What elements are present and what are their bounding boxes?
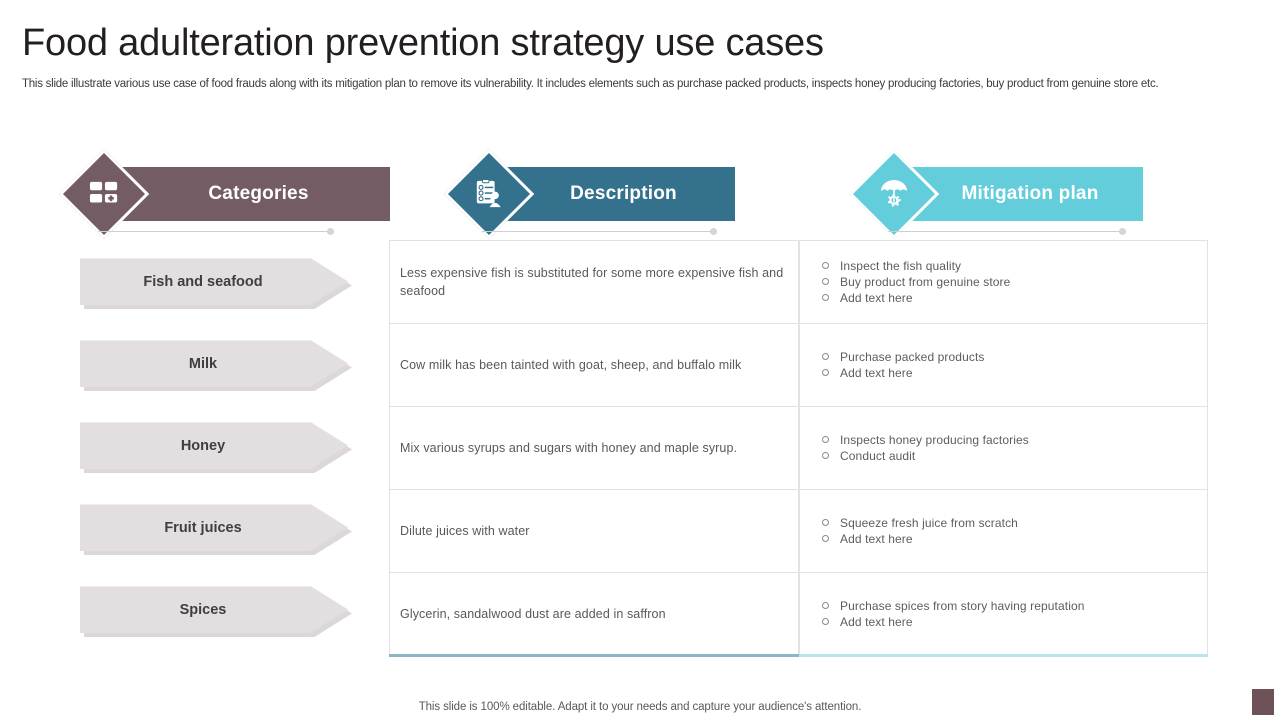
description-text: Less expensive fish is substituted for s… — [400, 266, 784, 298]
category-chevron[interactable]: Fish and seafood — [80, 258, 352, 309]
list-item: Add text here — [810, 365, 1195, 381]
chevron-face: Spices — [80, 586, 348, 633]
description-text: Cow milk has been tainted with goat, she… — [400, 358, 742, 372]
category-chevron[interactable]: Fruit juices — [80, 504, 352, 555]
table-row[interactable]: Inspect the fish quality Buy product fro… — [799, 240, 1208, 324]
circle-bullet-icon — [822, 519, 829, 526]
list-item-label: Add text here — [840, 366, 913, 380]
list-item: Add text here — [810, 614, 1195, 630]
list-item-label: Inspect the fish quality — [840, 259, 962, 273]
list-item: Add text here — [810, 290, 1195, 306]
chevron-face: Fish and seafood — [80, 258, 348, 305]
list-item: Add text here — [810, 531, 1195, 547]
mitigation-list: Inspect the fish quality Buy product fro… — [810, 258, 1195, 306]
list-item-label: Purchase spices from story having reputa… — [840, 598, 1085, 613]
category-label: Honey — [180, 438, 226, 454]
page-subtitle: This slide illustrate various use case o… — [22, 78, 1159, 90]
header-rule-mitigation — [888, 231, 1123, 232]
list-item-label: Purchase packed products — [840, 350, 985, 364]
circle-bullet-icon — [822, 353, 829, 360]
page-title: Food adulteration prevention strategy us… — [22, 22, 824, 64]
description-cell[interactable]: Less expensive fish is substituted for s… — [389, 240, 799, 324]
table-row[interactable]: Purchase packed products Add text here — [799, 323, 1208, 407]
category-chevron[interactable]: Honey — [80, 422, 352, 473]
mitigation-list: Squeeze fresh juice from scratch Add tex… — [810, 515, 1195, 547]
header-rule-dot-categories — [327, 228, 334, 235]
chevron-face: Honey — [80, 422, 348, 469]
description-text: Dilute juices with water — [400, 524, 530, 538]
circle-bullet-icon — [822, 535, 829, 542]
circle-bullet-icon — [822, 601, 829, 609]
list-item-label: Inspects honey producing factories — [840, 433, 1029, 447]
mitigation-list: Inspects honey producing factories Condu… — [810, 432, 1195, 464]
mitigation-cell[interactable]: Inspect the fish quality Buy product fro… — [799, 240, 1208, 324]
list-item-label: Add text here — [840, 614, 913, 629]
header-bar-categories: Categories — [107, 167, 390, 221]
description-cell[interactable]: Mix various syrups and sugars with honey… — [389, 406, 799, 490]
mitigation-list: Purchase spices from story having reputa… — [810, 598, 1195, 630]
categories-column: Fish and seafood Milk Honey Fruit juices… — [80, 258, 355, 668]
list-item-label: Add text here — [840, 532, 913, 546]
mitigation-cell[interactable]: Inspects honey producing factories Condu… — [799, 406, 1208, 490]
header-diamond-categories — [58, 148, 150, 240]
table-row[interactable]: Inspects honey producing factories Condu… — [799, 406, 1208, 490]
header-label-description: Description — [570, 183, 677, 204]
header-label-categories: Categories — [208, 183, 309, 204]
category-label: Fish and seafood — [143, 274, 263, 290]
circle-bullet-icon — [822, 436, 829, 443]
mitigation-table: Inspect the fish quality Buy product fro… — [799, 240, 1208, 657]
mitigation-cell[interactable]: Squeeze fresh juice from scratch Add tex… — [799, 489, 1208, 573]
description-cell[interactable]: Dilute juices with water — [389, 489, 799, 573]
description-table: Less expensive fish is substituted for s… — [389, 240, 799, 657]
description-cell[interactable]: Glycerin, sandalwood dust are added in s… — [389, 572, 799, 657]
circle-bullet-icon — [822, 369, 829, 376]
mitigation-cell[interactable]: Purchase packed products Add text here — [799, 323, 1208, 407]
mitigation-list: Purchase packed products Add text here — [810, 349, 1195, 381]
list-item-label: Squeeze fresh juice from scratch — [840, 516, 1018, 530]
list-item-label: Conduct audit — [840, 449, 916, 463]
category-chevron[interactable]: Milk — [80, 340, 352, 391]
chevron-face: Fruit juices — [80, 504, 348, 551]
circle-bullet-icon — [822, 294, 829, 301]
corner-mark — [1252, 689, 1274, 715]
footer-note: This slide is 100% editable. Adapt it to… — [418, 701, 862, 713]
header-diamond-description — [443, 148, 535, 240]
header-rule-dot-mitigation — [1119, 228, 1126, 235]
list-item-label: Add text here — [840, 291, 913, 305]
header-rule-description — [482, 231, 714, 232]
list-item: Inspects honey producing factories — [810, 432, 1195, 448]
circle-bullet-icon — [822, 278, 829, 285]
circle-bullet-icon — [822, 452, 829, 459]
header-rule-categories — [98, 231, 331, 232]
table-row[interactable]: Purchase spices from story having reputa… — [799, 572, 1208, 657]
category-label: Spices — [179, 602, 227, 618]
description-cell[interactable]: Cow milk has been tainted with goat, she… — [389, 323, 799, 407]
description-text: Glycerin, sandalwood dust are added in s… — [400, 606, 666, 621]
table-row[interactable]: Squeeze fresh juice from scratch Add tex… — [799, 489, 1208, 573]
category-label: Milk — [188, 356, 218, 372]
header-diamond-mitigation — [848, 148, 940, 240]
table-row[interactable]: Dilute juices with water — [389, 489, 799, 573]
list-item: Squeeze fresh juice from scratch — [810, 515, 1195, 531]
circle-bullet-icon — [822, 617, 829, 625]
header-label-mitigation: Mitigation plan — [961, 183, 1099, 204]
list-item: Purchase packed products — [810, 349, 1195, 365]
table-row[interactable]: Mix various syrups and sugars with honey… — [389, 406, 799, 490]
table-row[interactable]: Cow milk has been tainted with goat, she… — [389, 323, 799, 407]
description-text: Mix various syrups and sugars with honey… — [400, 441, 738, 455]
list-item: Buy product from genuine store — [810, 274, 1195, 290]
list-item-label: Buy product from genuine store — [840, 275, 1011, 289]
table-row[interactable]: Glycerin, sandalwood dust are added in s… — [389, 572, 799, 657]
category-label: Fruit juices — [164, 520, 242, 536]
chevron-face: Milk — [80, 340, 348, 387]
table-row[interactable]: Less expensive fish is substituted for s… — [389, 240, 799, 324]
mitigation-cell[interactable]: Purchase spices from story having reputa… — [799, 572, 1208, 657]
category-chevron[interactable]: Spices — [80, 586, 352, 637]
list-item: Inspect the fish quality — [810, 258, 1195, 274]
circle-bullet-icon — [822, 262, 829, 269]
list-item: Conduct audit — [810, 448, 1195, 464]
list-item: Purchase spices from story having reputa… — [810, 598, 1195, 614]
header-rule-dot-description — [710, 228, 717, 235]
